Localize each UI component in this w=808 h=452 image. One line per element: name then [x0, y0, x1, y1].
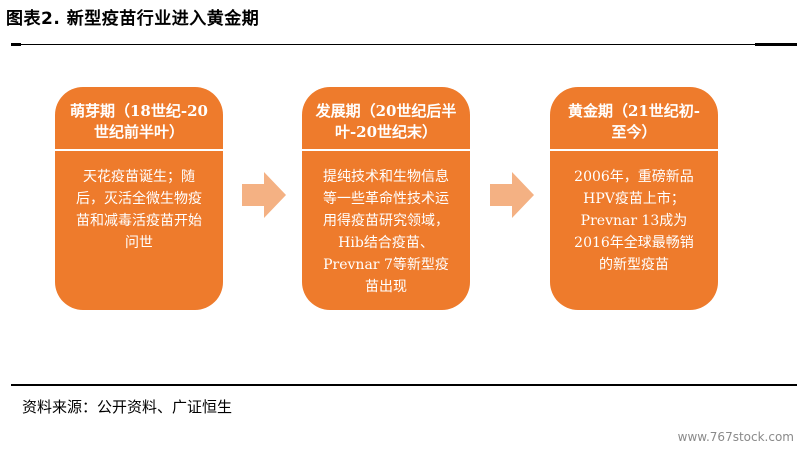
top-rule: [11, 44, 797, 45]
stage-heading: 萌芽期（18世纪-20世纪前半叶）: [70, 102, 208, 141]
right-arrow-icon: [490, 172, 534, 218]
stage-box-development: 发展期（20世纪后半叶-20世纪末） 提纯技术和生物信息等一些革命性技术运用得疫…: [302, 87, 470, 310]
source-note: 资料来源：公开资料、广证恒生: [22, 398, 233, 416]
bottom-rule: [11, 384, 797, 386]
stage-divider: [550, 149, 718, 151]
stage-divider: [55, 149, 223, 151]
top-rule-left-accent: [11, 43, 21, 46]
stage-box-budding: 萌芽期（18世纪-20世纪前半叶） 天花疫苗诞生；随后，灭活全微生物疫苗和减毒活…: [55, 87, 223, 310]
right-arrow-icon: [242, 172, 286, 218]
stage-box-golden: 黄金期（21世纪初-至今） 2006年，重磅新品HPV疫苗上市；Prevnar …: [550, 87, 718, 310]
stage-body: 2006年，重磅新品HPV疫苗上市；Prevnar 13成为2016年全球最畅销…: [574, 169, 694, 273]
figure-title: 图表2. 新型疫苗行业进入黄金期: [6, 9, 260, 29]
top-rule-right-accent: [755, 43, 797, 46]
watermark: www.767stock.com: [677, 430, 794, 444]
stage-body: 提纯技术和生物信息等一些革命性技术运用得疫苗研究领域，Hib结合疫苗、Prevn…: [323, 169, 449, 295]
stage-heading: 黄金期（21世纪初-至今）: [567, 102, 701, 141]
stage-heading: 发展期（20世纪后半叶-20世纪末）: [315, 102, 457, 141]
stage-divider: [302, 149, 470, 151]
stage-body: 天花疫苗诞生；随后，灭活全微生物疫苗和减毒活疫苗开始问世: [76, 169, 202, 251]
